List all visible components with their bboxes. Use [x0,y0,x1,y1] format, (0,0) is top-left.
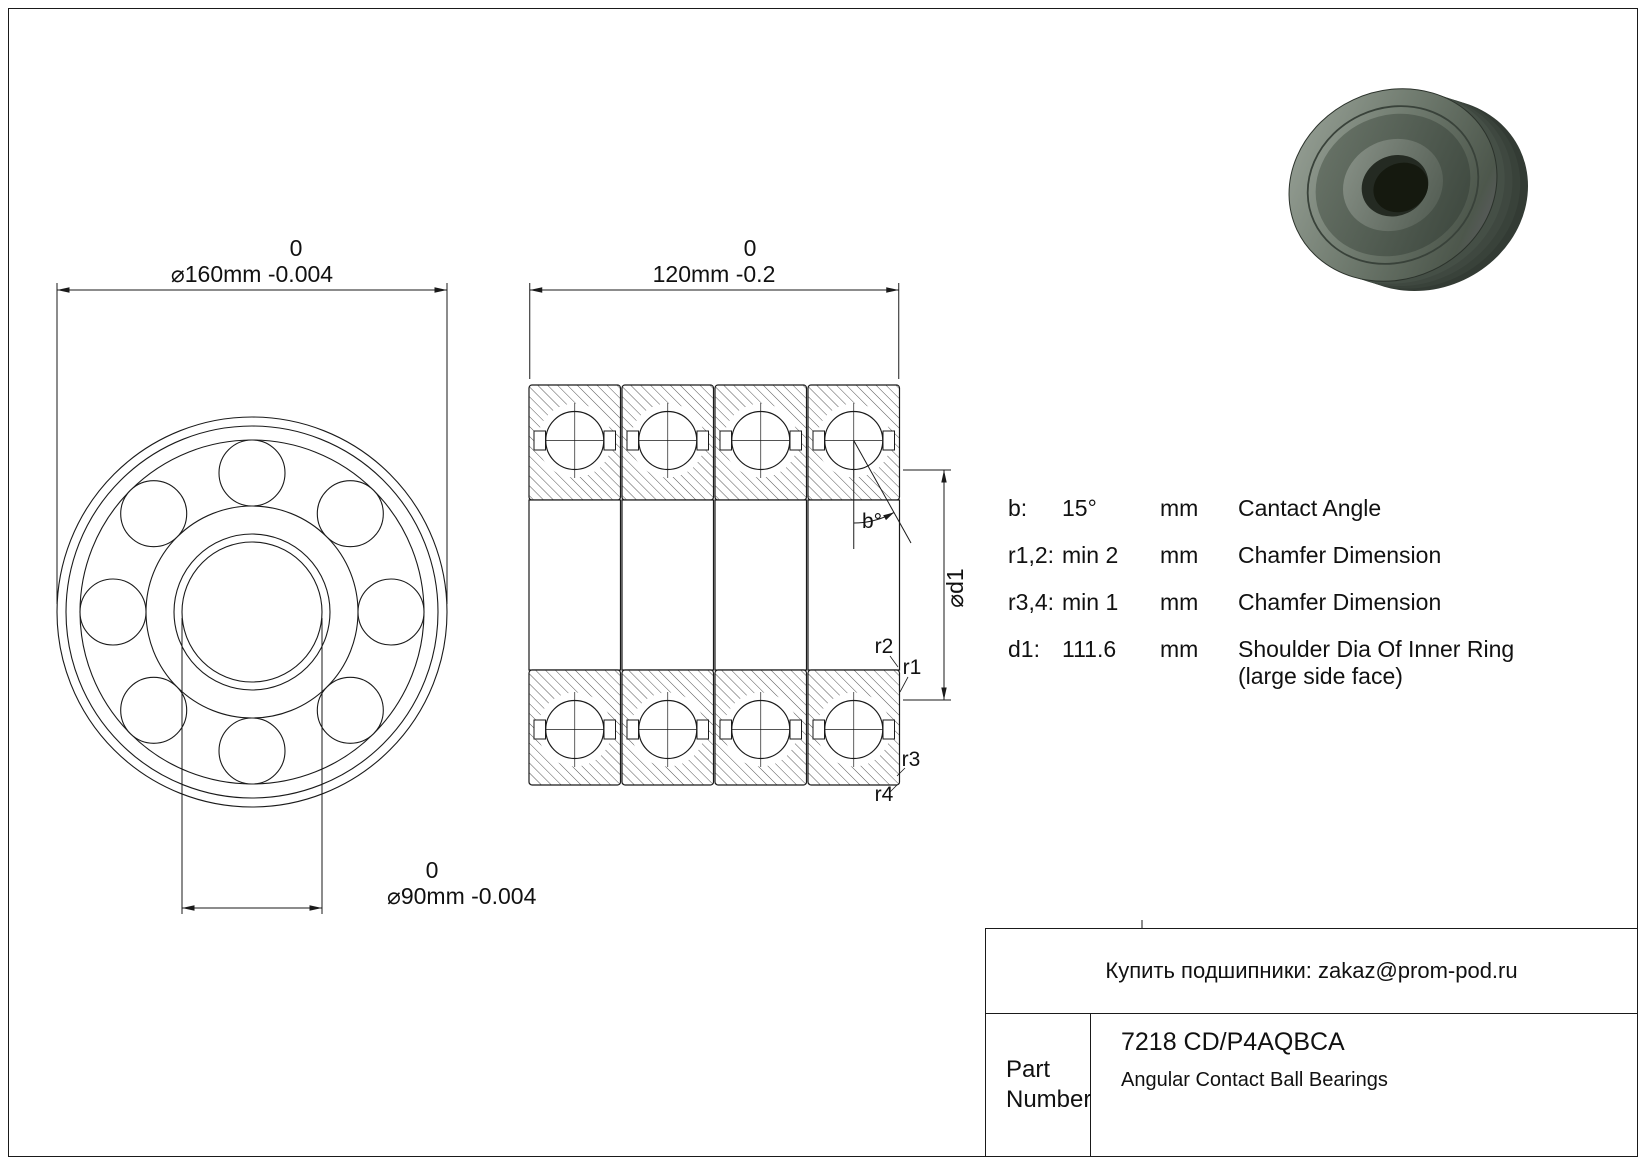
bearing-section-column [621,384,715,786]
spec-value: min 2 [1062,542,1119,568]
arrowhead [941,470,947,483]
chamfer-label-r3: r3 [902,748,921,771]
spec-row-chamfer-r34: r3,4: min 1 mm Chamfer Dimension [1008,589,1514,636]
seller-contact-text: Купить подшипники: zakaz@prom-pod.ru [1105,958,1518,983]
spec-key: b: [1008,495,1028,521]
ball [120,676,188,744]
chamfer-label-r4: r4 [875,783,894,806]
bearing-section-view [528,384,901,786]
contact-angle-label: b° [862,510,882,533]
spec-table: b: 15° mm Cantact Angle r1,2: min 2 mm C… [1008,495,1514,690]
spec-description: Cantact Angle [1238,495,1382,521]
spec-unit: mm [1160,542,1199,568]
dim-outer-tolerance: 0 [290,235,303,261]
chamfer-labels: r2 r1 r3 r4 [875,635,922,806]
arrowhead [434,287,447,293]
dim-bore-tolerance: 0 [426,857,439,883]
spec-description: Chamfer Dimension [1238,542,1442,568]
outer-ring-od-circle [56,416,448,808]
dim-width: 0 120mm -0.2 [529,235,900,379]
spec-key: d1: [1008,636,1040,662]
part-info-cell: 7218 CD/P4AQBCA Angular Contact Ball Bea… [1091,1014,1637,1156]
arrowhead [941,687,947,700]
part-number-value: 7218 CD/P4AQBCA [1121,1028,1345,1056]
dim-outer-label: ⌀160mm -0.004 [171,261,333,287]
contact-line [853,440,912,544]
dim-outer-diameter: 0 ⌀160mm -0.004 [56,235,448,604]
spec-unit: mm [1160,589,1199,615]
arrowhead [886,287,899,293]
bore-circle [181,541,323,683]
bearing-photo-groove [1306,105,1480,265]
ball [218,717,286,785]
title-block: Купить подшипники: zakaz@prom-pod.ru Par… [985,928,1638,1157]
dim-width-label: 120mm -0.2 [653,261,776,287]
spec-row-contact-angle: b: 15° mm Cantact Angle [1008,495,1514,542]
spec-value: min 1 [1062,589,1119,615]
spec-value: 111.6 [1062,636,1117,662]
bearing-front-view [56,416,448,808]
ball [316,676,384,744]
arrowhead [883,512,895,521]
bearing-section-column [714,384,808,786]
inner-ring-face-circle [173,533,331,691]
spec-unit: mm [1160,495,1199,521]
ball [79,578,147,646]
arrowhead [529,287,543,293]
arrowhead [309,905,322,911]
seller-contact: Купить подшипники: zakaz@prom-pod.ru [986,929,1637,1014]
arrowhead [57,287,70,293]
part-type: Angular Contact Ball Bearings [1121,1069,1388,1091]
chamfer-label-r1: r1 [903,656,922,679]
dim-d1-label: ⌀d1 [942,568,968,607]
part-number-label: Part Number [986,1014,1091,1156]
outer-ring-face-circle [65,425,439,799]
bearing-section-column [528,384,622,786]
arrowhead [182,905,195,911]
ball [357,578,425,646]
spec-row-shoulder-d1: d1: 111.6 mm Shoulder Dia Of Inner Ring(… [1008,636,1514,690]
bearing-photo [1288,88,1529,292]
dim-bore-label: ⌀90mm -0.004 [387,883,537,909]
chamfer-label-r2: r2 [875,635,894,658]
ball [120,480,188,548]
spec-value: 15° [1062,495,1097,521]
drawing-frame-border [8,8,1638,1157]
dim-shoulder-d1: ⌀d1 [903,469,968,701]
dim-bore-diameter: 0 ⌀90mm -0.004 [181,618,537,914]
spec-row-chamfer-r12: r1,2: min 2 mm Chamfer Dimension [1008,542,1514,589]
dim-width-tolerance: 0 [744,235,757,261]
spec-unit: mm [1160,636,1199,662]
ball [316,480,384,548]
ball [218,439,286,507]
title-block-bottom: Part Number 7218 CD/P4AQBCA Angular Cont… [986,1014,1637,1156]
spec-description: Chamfer Dimension [1238,589,1442,615]
spec-key: r1,2: [1008,542,1055,568]
contact-angle-annotation: b° [853,440,912,549]
inner-raceway-circle [145,505,359,719]
spec-key: r3,4: [1008,589,1055,615]
spec-description: Shoulder Dia Of Inner Ring(large side fa… [1238,636,1515,689]
